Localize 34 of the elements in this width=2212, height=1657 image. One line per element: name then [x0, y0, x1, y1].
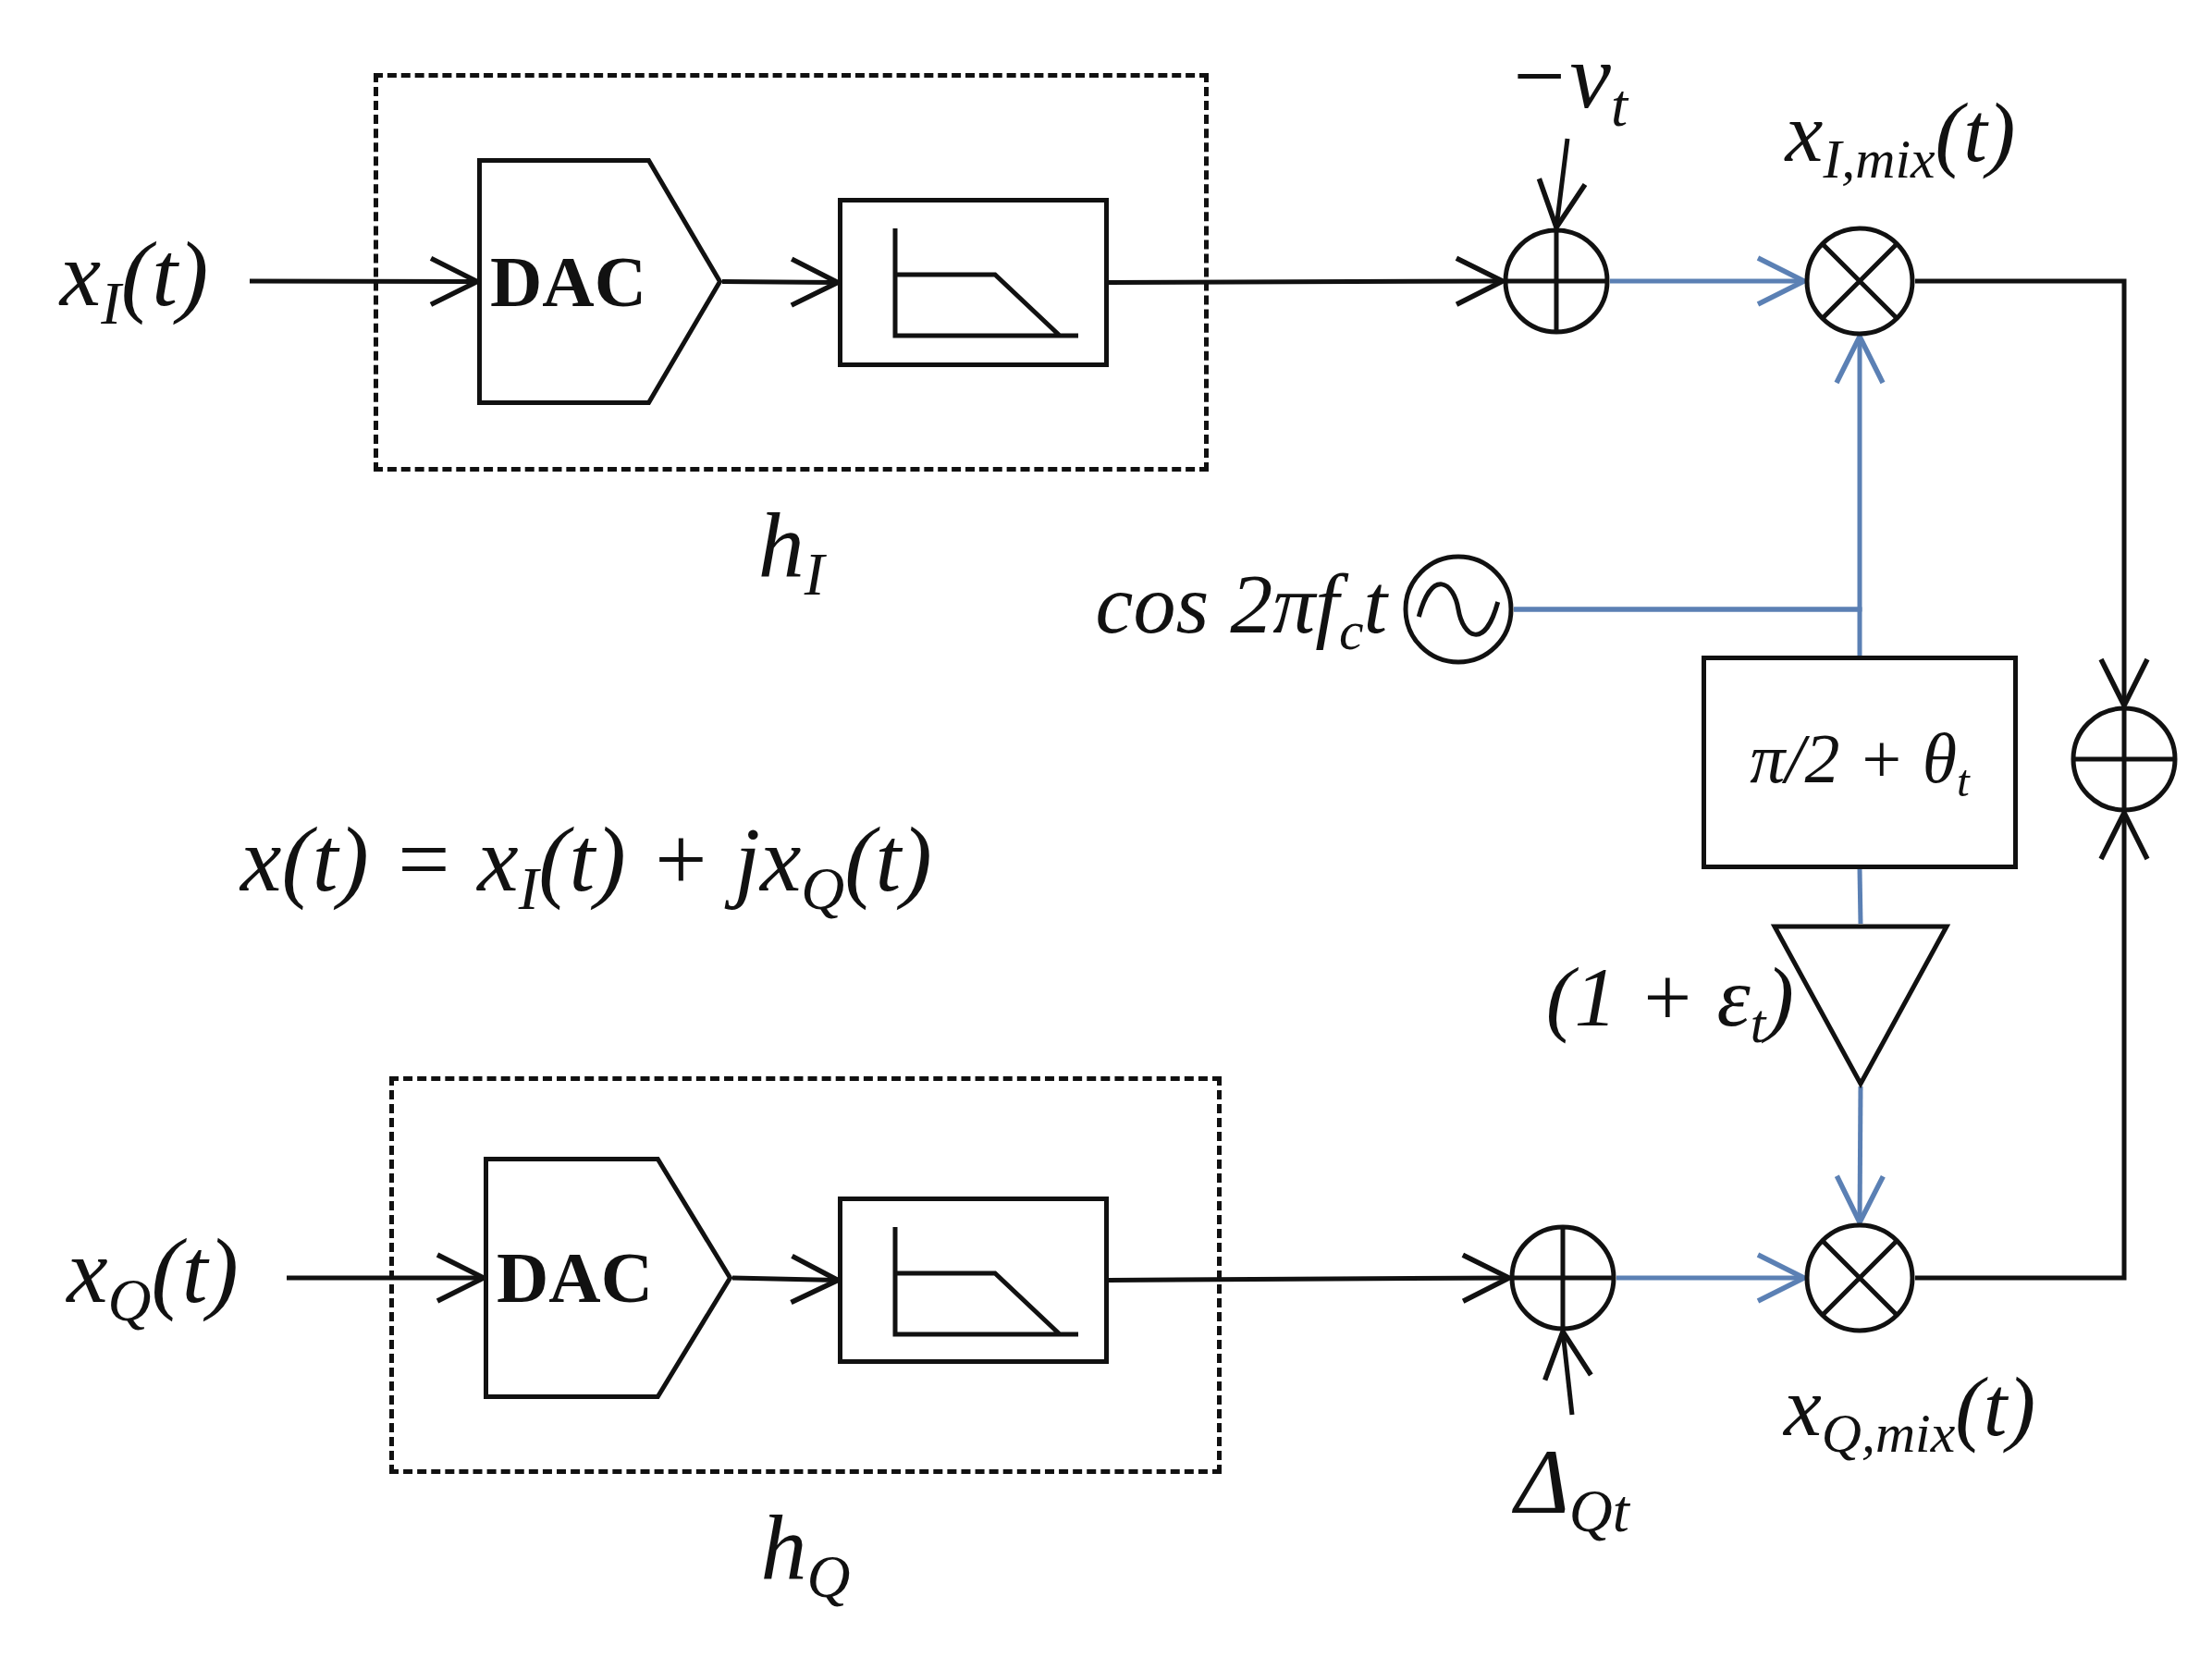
summing-junction-symbol — [2071, 706, 2178, 813]
arrow — [1915, 810, 2150, 1281]
arrow — [1616, 1252, 1807, 1304]
connector-line — [1514, 607, 1862, 656]
signal-label: x$_{I,mix}$(t) — [1783, 84, 2017, 192]
lowpass-filter-box — [838, 1197, 1109, 1364]
dac-label: DAC — [497, 1241, 653, 1315]
group-label: h$_{I}$ — [756, 499, 828, 605]
lowpass-filter-box — [838, 198, 1109, 367]
equation-label: x(t) = x$_{I}$(t) + jx$_{Q}$(t) — [240, 814, 932, 919]
group-label: h$_{Q}$ — [759, 1502, 852, 1607]
arrow — [1109, 255, 1505, 307]
connector-line — [1857, 868, 1863, 925]
summing-junction-symbol — [1509, 1224, 1616, 1332]
summing-junction-symbol — [1503, 227, 1610, 335]
signal-label: x$_{Q,mix}$(t) — [1782, 1358, 2037, 1467]
arrow — [1915, 278, 2150, 708]
oscillator-symbol — [1403, 554, 1514, 665]
phase-label: π/2 + θ$_{t}$ — [1749, 722, 1972, 804]
arrow — [1542, 1329, 1594, 1416]
arrow — [1536, 138, 1588, 230]
arrow — [1610, 255, 1807, 307]
offset-label: −v$_{t}$ — [1480, 28, 1655, 139]
arrow — [1834, 1086, 1886, 1225]
mixer-symbol — [1804, 226, 1915, 337]
signal-label: x$_{Q}$(t) — [18, 1222, 287, 1333]
offset-label: Δ$_{Qt}$ — [1470, 1415, 1674, 1563]
signal-label: cos 2πf$_{c}$t — [1094, 556, 1387, 664]
mixer-symbol — [1804, 1222, 1915, 1333]
signal-label: x$_{I}$(t) — [18, 226, 250, 337]
arrow — [1109, 1252, 1512, 1305]
phase-shift-box — [1702, 656, 2018, 869]
signal-label: (1 + ε$_{t}$) — [1544, 952, 1794, 1054]
dac-label: DAC — [490, 244, 646, 319]
